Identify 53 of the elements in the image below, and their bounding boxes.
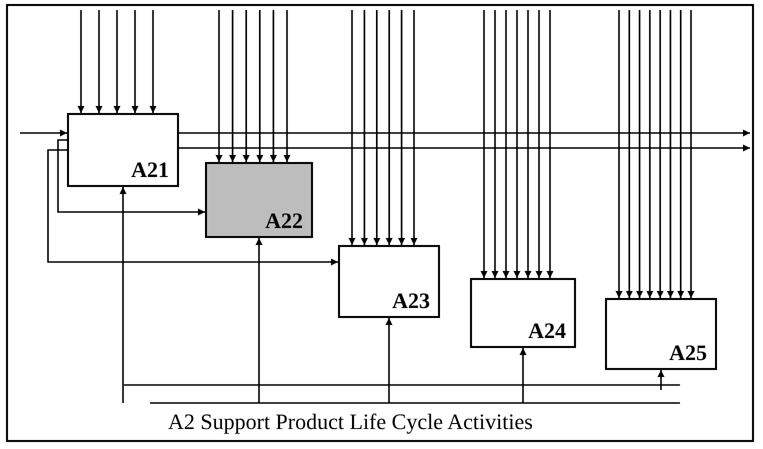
activity-label: A23 bbox=[392, 290, 430, 312]
activity-box bbox=[205, 162, 313, 238]
arrow bbox=[688, 10, 694, 298]
arrow bbox=[20, 130, 67, 136]
arrow bbox=[348, 10, 356, 245]
arrow bbox=[47, 149, 338, 266]
arrow bbox=[373, 10, 380, 245]
arrow bbox=[132, 10, 138, 113]
arrow bbox=[524, 10, 532, 278]
arrow bbox=[256, 10, 264, 162]
arrow bbox=[179, 130, 750, 136]
activity-box bbox=[67, 113, 179, 187]
arrow bbox=[536, 10, 542, 278]
arrow bbox=[114, 10, 120, 113]
arrow bbox=[480, 10, 488, 278]
arrow bbox=[96, 10, 102, 113]
diagram-caption: A2 Support Product Life Cycle Activities bbox=[168, 411, 533, 433]
activity-label: A25 bbox=[669, 342, 707, 364]
arrow bbox=[520, 348, 526, 403]
arrow bbox=[514, 10, 520, 278]
arrow bbox=[284, 10, 290, 162]
arrow bbox=[656, 10, 664, 298]
activity-box bbox=[605, 298, 717, 370]
arrow bbox=[410, 10, 418, 245]
arrow bbox=[636, 10, 644, 298]
activity-box bbox=[338, 245, 440, 318]
arrow bbox=[386, 10, 393, 245]
arrow bbox=[78, 10, 84, 113]
arrow bbox=[57, 139, 205, 216]
arrow bbox=[626, 10, 633, 298]
arrow bbox=[256, 238, 262, 403]
arrow bbox=[150, 10, 156, 113]
arrow bbox=[658, 370, 664, 390]
arrow bbox=[502, 10, 510, 278]
activity-label: A21 bbox=[131, 159, 169, 181]
arrow bbox=[677, 10, 684, 298]
activity-label: A24 bbox=[528, 320, 566, 342]
arrow bbox=[398, 10, 406, 245]
arrow bbox=[546, 10, 554, 278]
activity-box bbox=[470, 278, 576, 348]
arrow bbox=[616, 10, 622, 298]
arrow bbox=[270, 10, 277, 162]
arrow bbox=[229, 10, 236, 162]
arrow bbox=[646, 10, 654, 298]
arrow bbox=[120, 187, 126, 403]
activity-label: A22 bbox=[265, 210, 303, 232]
arrow bbox=[666, 10, 674, 298]
arrow bbox=[360, 10, 368, 245]
arrow bbox=[242, 10, 250, 162]
arrow bbox=[386, 318, 392, 403]
arrow bbox=[179, 144, 750, 152]
arrow bbox=[216, 10, 222, 162]
arrow bbox=[492, 10, 498, 278]
